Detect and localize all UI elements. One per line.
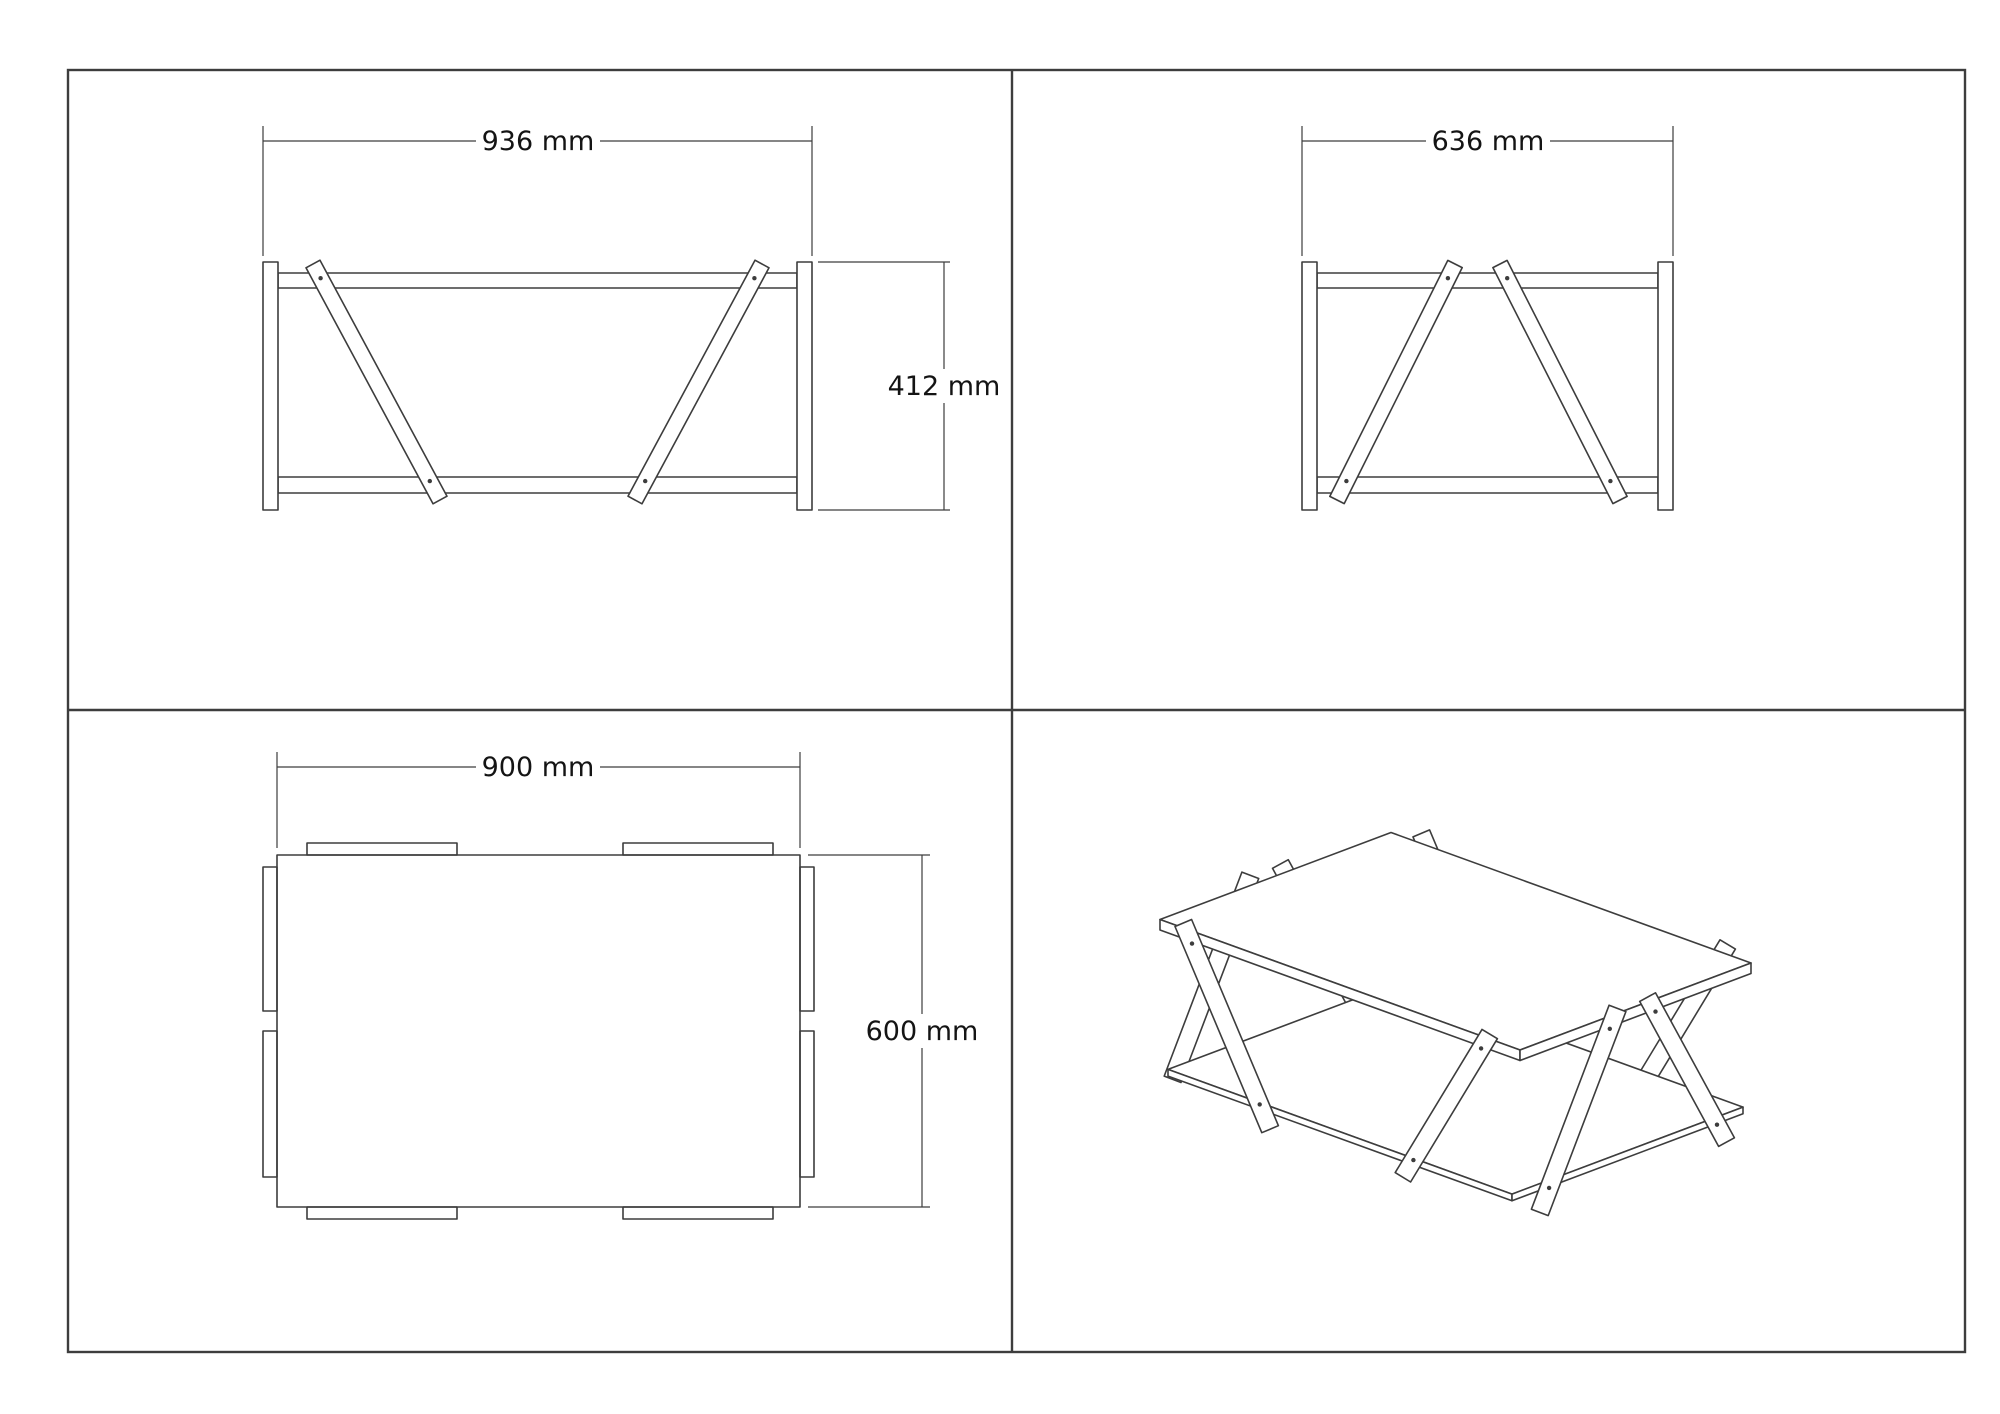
top-view: 900 mm 600 mm: [262, 750, 984, 1220]
diagonal-leg: [1492, 259, 1628, 505]
screw-hole: [1546, 1185, 1552, 1191]
top-depth-label: 600 mm: [866, 1016, 979, 1047]
front-leg: [1394, 1028, 1499, 1183]
top-width-dimension: 900 mm: [276, 750, 801, 848]
front-width-label: 936 mm: [482, 126, 595, 157]
end-leg-projection: [799, 1030, 815, 1178]
screw-hole: [1714, 1122, 1720, 1127]
tabletop-edge: [277, 272, 798, 289]
tabletop-outline: [276, 854, 801, 1208]
dimension-label-background: [860, 1014, 984, 1048]
side-width-dimension: 636 mm: [1301, 124, 1674, 256]
screw-hole: [427, 478, 432, 484]
shelf-side-edge: [1511, 1106, 1744, 1202]
dimension-label-background: [476, 750, 600, 784]
screw-hole: [1607, 1026, 1613, 1032]
top-depth-dimension: 600 mm: [808, 854, 984, 1208]
side-view: 636 mm: [1301, 124, 1674, 511]
long-leg-edge-left: [1301, 261, 1318, 511]
dimension-label-background: [1426, 124, 1550, 158]
side-geometry: [1301, 259, 1674, 511]
front-height-label: 412 mm: [888, 371, 1001, 402]
shelf-edge: [277, 476, 798, 494]
screw-hole: [1445, 276, 1451, 281]
tabletop-edge: [1316, 272, 1659, 289]
front-leg: [1174, 918, 1280, 1134]
side-width-label: 636 mm: [1432, 126, 1545, 157]
screw-hole: [1608, 478, 1613, 484]
screw-hole: [1411, 1157, 1416, 1163]
end-leg-projection: [262, 866, 278, 1012]
tabletop-side-edge: [1519, 962, 1752, 1062]
screw-hole: [643, 478, 648, 484]
screw-hole: [1189, 941, 1195, 946]
diagonal-leg: [305, 259, 448, 505]
end-leg-edge-left: [262, 261, 279, 511]
right-end-leg: [1638, 991, 1736, 1148]
top-geometry: [262, 842, 815, 1220]
isometric-view: [1159, 829, 1752, 1217]
long-leg-edge-right: [1657, 261, 1674, 511]
leg-tab: [306, 842, 458, 856]
diagonal-leg: [1329, 259, 1463, 505]
sheet-frame: [66, 68, 1967, 1354]
right-end-leg: [1530, 1004, 1627, 1217]
screw-hole: [1257, 1102, 1262, 1107]
end-leg-projection: [262, 1030, 278, 1178]
front-height-dimension: 412 mm: [818, 261, 1006, 511]
leg-tab: [622, 1206, 774, 1220]
front-width-dimension: 936 mm: [262, 124, 813, 256]
front-geometry: [262, 259, 813, 511]
screw-hole: [1478, 1046, 1484, 1051]
front-view: 936 mm 412 mm: [262, 124, 1006, 511]
leg-tab: [622, 842, 774, 856]
dimension-label-background: [476, 124, 600, 158]
leg-tab: [306, 1206, 458, 1220]
screw-hole: [1653, 1009, 1658, 1014]
top-width-label: 900 mm: [482, 752, 595, 783]
screw-hole: [318, 276, 323, 281]
screw-hole: [1505, 276, 1510, 281]
dimension-label-background: [882, 369, 1006, 403]
screw-hole: [1344, 478, 1349, 484]
end-leg-edge-right: [796, 261, 813, 511]
diagonal-leg: [627, 259, 770, 505]
end-leg-projection: [799, 866, 815, 1012]
screw-hole: [752, 276, 757, 281]
